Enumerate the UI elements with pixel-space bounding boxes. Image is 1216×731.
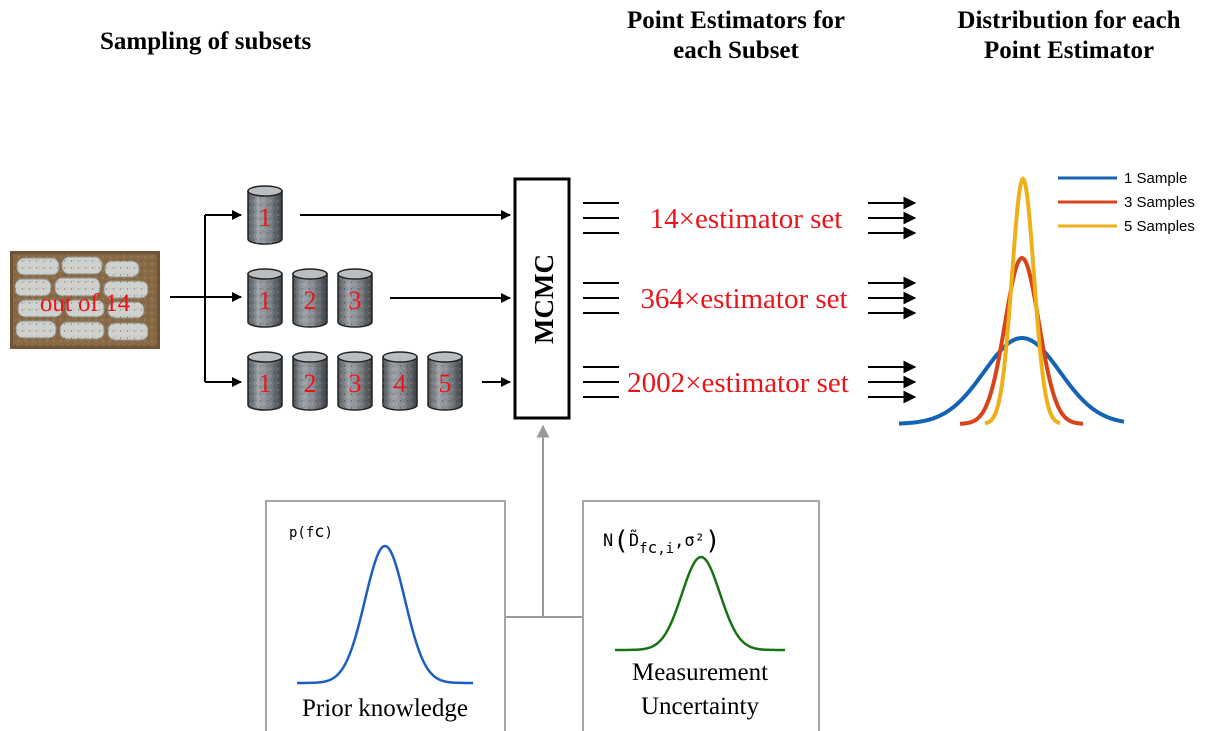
header-sampling-line: Sampling of subsets: [100, 28, 312, 55]
prior-knowledge-box: p(fc) Prior knowledge: [265, 500, 506, 731]
prior-curve: [297, 544, 473, 685]
distribution-legend: 1 Sample 3 Samples 5 Samples: [1058, 170, 1195, 235]
subset-cylinders: 1 1 2 3 1 2 3 4 5: [247, 185, 463, 411]
legend-label-3-samples: 3 Samples: [1124, 194, 1195, 211]
cylinder-1: 1: [247, 268, 283, 328]
cylinder-3: 3: [337, 351, 373, 411]
cylinder-1: 1: [247, 185, 283, 245]
header-distribution: Distribution for each Point Estimator: [935, 6, 1203, 66]
arrows-to-mcmc: [300, 210, 511, 387]
estimator-label: 14×estimator set: [650, 203, 843, 235]
measurement-label-line-2: Uncertainty: [641, 693, 760, 720]
distribution-curve-3-samples: [959, 255, 1083, 426]
cylinder-label: 1: [259, 286, 272, 315]
measurement-curve: [615, 555, 785, 652]
estimator-label: 2002×estimator set: [627, 367, 849, 399]
legend-label-5-samples: 5 Samples: [1124, 218, 1195, 235]
measurement-uncertainty-box: N(D̃fc,i,σ²) Measurement Uncertainty: [582, 500, 820, 731]
cylinder-label: 1: [259, 203, 272, 232]
header-distribution-line-1: Distribution for each: [957, 7, 1181, 34]
cylinder-4: 4: [382, 351, 418, 411]
estimator-outputs: 14×estimator set 364×estimator set 2002×es…: [583, 196, 917, 404]
cylinder-label: 4: [394, 369, 407, 398]
cylinder-1: 1: [247, 351, 283, 411]
distribution-curve-5-samples: [984, 176, 1061, 426]
cylinder-3: 3: [337, 268, 373, 328]
mcmc-box: MCMC: [513, 177, 571, 420]
cylinder-5: 5: [427, 351, 463, 411]
cylinder-2: 2: [292, 268, 328, 328]
measurement-formula: N(D̃fc,i,σ²): [603, 526, 720, 557]
cylinder-label: 2: [304, 369, 317, 398]
measurement-label-line-1: Measurement: [632, 659, 768, 686]
photo-label: out of 14: [40, 290, 131, 317]
core-samples-photo: out of 14: [10, 251, 160, 349]
legend-label-1-sample: 1 Sample: [1124, 170, 1187, 187]
cylinder-label: 3: [349, 286, 362, 315]
cylinder-label: 1: [259, 369, 272, 398]
distribution-plot: [899, 176, 1125, 426]
header-point-estimators-line-1: Point Estimators for: [626, 7, 846, 34]
prior-label: Prior knowledge: [302, 695, 468, 722]
branch-connectors: [170, 210, 242, 387]
cylinder-label: 2: [304, 286, 317, 315]
estimator-row: 2002×estimator set: [583, 360, 917, 404]
input-connector: [505, 424, 583, 618]
distribution-curve-1-sample: [899, 336, 1125, 426]
mcmc-label: MCMC: [529, 254, 559, 344]
estimator-label: 364×estimator set: [640, 283, 847, 315]
estimator-row: 14×estimator set: [583, 196, 917, 240]
header-point-estimators-line-2: each Subset: [673, 37, 799, 64]
header-point-estimators: Point Estimators for each Subset: [606, 6, 866, 66]
estimator-row: 364×estimator set: [583, 276, 917, 320]
cylinder-label: 5: [439, 369, 452, 398]
header-distribution-line-2: Point Estimator: [983, 37, 1155, 64]
cylinder-label: 3: [349, 369, 362, 398]
header-sampling: Sampling of subsets: [100, 27, 311, 57]
prior-formula: p(fc): [289, 522, 333, 542]
cylinder-2: 2: [292, 351, 328, 411]
